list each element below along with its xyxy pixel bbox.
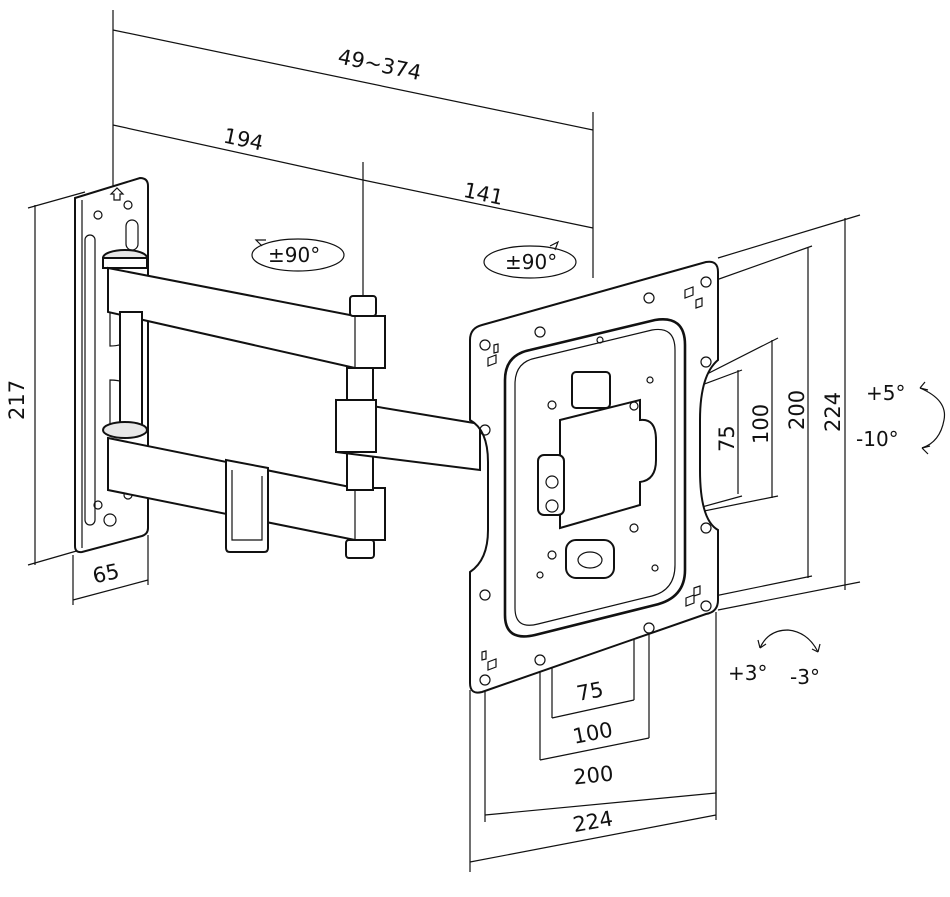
rotation-indicators bbox=[251, 238, 946, 653]
swivel-label-plate: ±90° bbox=[505, 250, 557, 274]
level-plus-label: +3° bbox=[728, 661, 767, 685]
dim-wall-plate-height: 217 bbox=[5, 380, 29, 420]
dim-vesa-v-75: 75 bbox=[715, 425, 739, 452]
dim-vesa-h-100: 100 bbox=[571, 718, 615, 749]
tilt-up-label: +5° bbox=[866, 381, 905, 405]
dim-vesa-h-224: 224 bbox=[571, 806, 615, 837]
dim-vesa-v-224: 224 bbox=[821, 392, 845, 432]
dim-wall-plate-width: 65 bbox=[90, 559, 121, 588]
dim-vesa-h-75: 75 bbox=[575, 677, 606, 706]
dim-vesa-v-100: 100 bbox=[749, 404, 773, 444]
dim-vesa-h-200: 200 bbox=[572, 761, 614, 789]
level-minus-label: -3° bbox=[790, 665, 820, 689]
dim-elbow-to-plate: 141 bbox=[461, 178, 505, 210]
swivel-label-wall: ±90° bbox=[268, 243, 320, 267]
dim-vesa-v-200: 200 bbox=[785, 390, 809, 430]
swing-arms bbox=[102, 249, 481, 559]
vesa-plate bbox=[469, 260, 719, 694]
tilt-down-label: -10° bbox=[856, 427, 899, 451]
